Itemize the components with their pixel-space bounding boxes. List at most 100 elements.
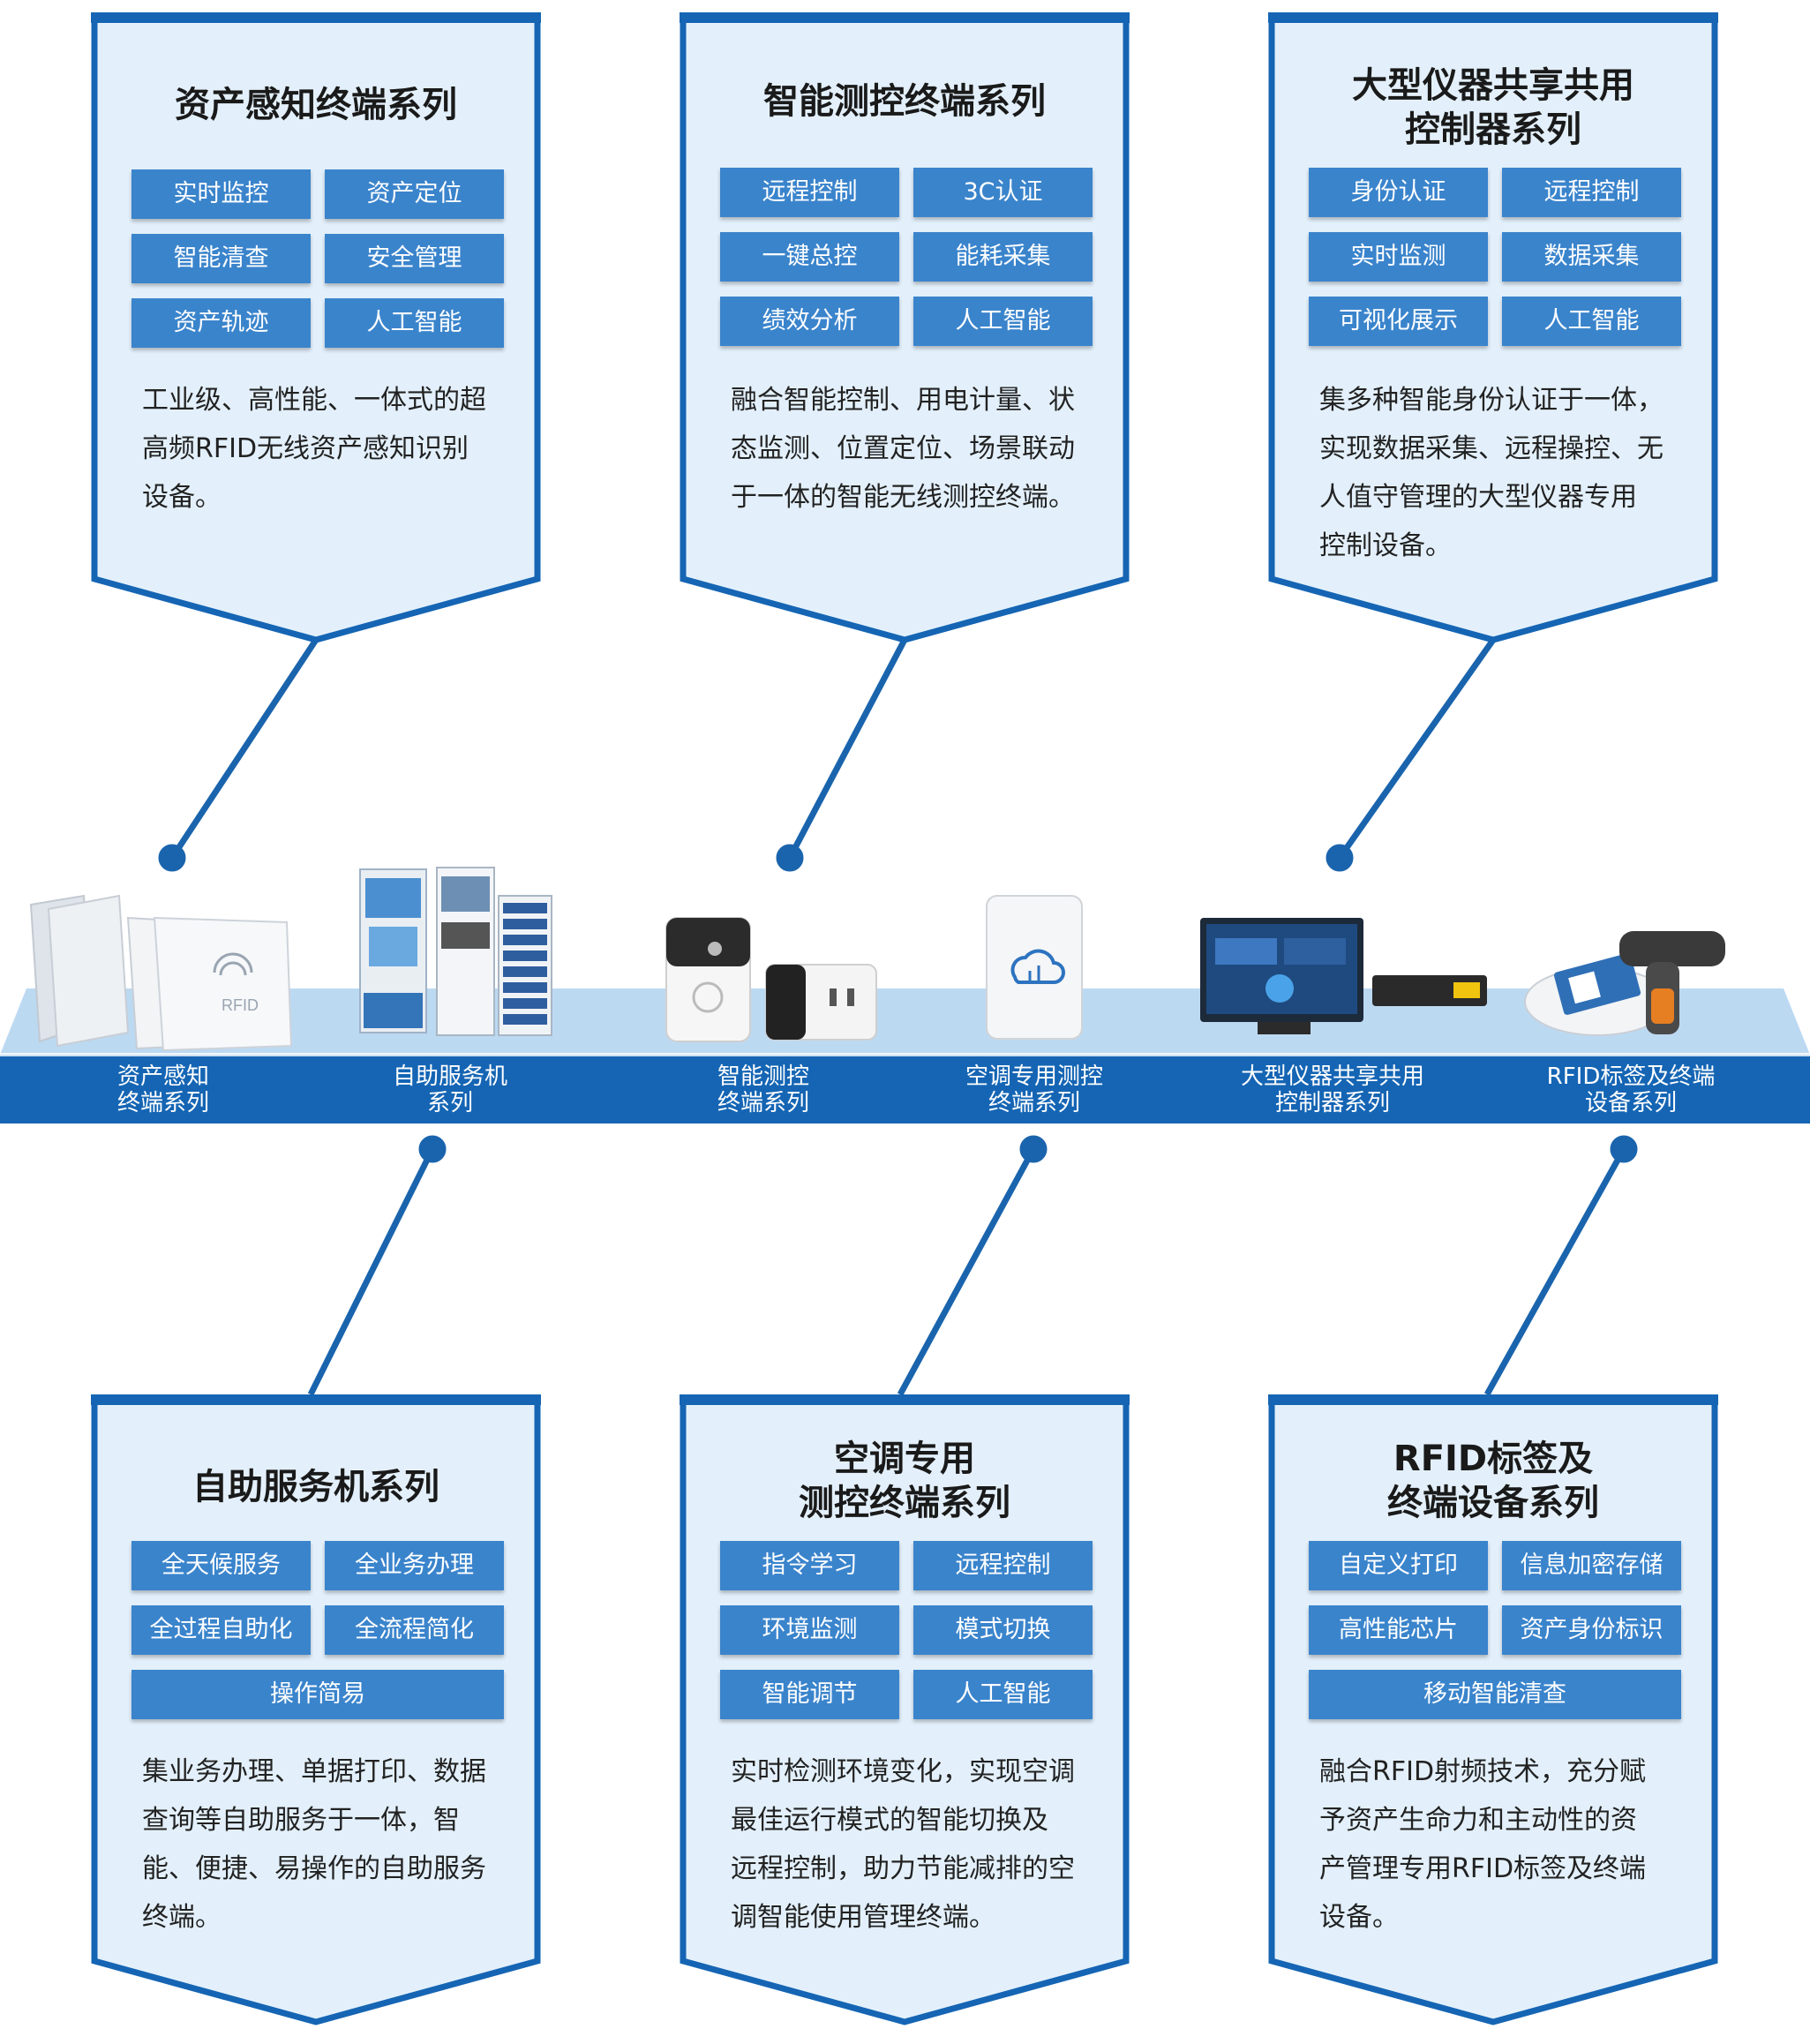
card-title-line: 智能测控终端系列 (763, 81, 1046, 122)
band-label: RFID标签及终端 设备系列 (1546, 1063, 1716, 1116)
feature-tag: 智能清查 (131, 234, 311, 283)
feature-tags: 实时监控资产定位智能清查安全管理资产轨迹人工智能 (131, 169, 504, 348)
feature-tag: 自定义打印 (1309, 1541, 1488, 1590)
feature-tag: 身份认证 (1309, 168, 1488, 217)
feature-tag: 能耗采集 (913, 232, 1093, 282)
connector-dot-rfid (1610, 1135, 1638, 1163)
description-line: 调智能使用管理终端。 (731, 1902, 995, 1933)
connector-kiosk (307, 1147, 436, 1396)
description-line: 能、便捷、易操作的自助服务 (142, 1853, 486, 1884)
band-label: 自助服务机 系列 (392, 1063, 507, 1116)
connector-instrument (1337, 637, 1496, 860)
card-instrument: 大型仪器共享共用控制器系列身份认证远程控制实时监测数据采集可视化展示人工智能集多… (1268, 12, 1718, 661)
feature-tag: 操作简易 (131, 1670, 504, 1719)
connector-dot-kiosk (418, 1135, 447, 1163)
connector-asset (169, 638, 319, 860)
band-label: 空调专用测控 终端系列 (965, 1063, 1103, 1116)
feature-tag: 资产轨迹 (131, 298, 311, 348)
card-rfid: RFID标签及终端设备系列自定义打印信息加密存储高性能芯片资产身份标识移动智能清… (1268, 1394, 1718, 2043)
feature-tag: 实时监控 (131, 169, 311, 219)
description-line: 予资产生命力和主动性的资 (1319, 1805, 1637, 1836)
description-line: 人值守管理的大型仪器专用 (1319, 482, 1637, 513)
feature-tag: 全天候服务 (131, 1541, 311, 1590)
description-line: 工业级、高性能、一体式的超 (142, 385, 486, 416)
band-label: 资产感知 终端系列 (116, 1063, 209, 1116)
band-label: 智能测控 终端系列 (717, 1063, 809, 1116)
description-line: 于一体的智能无线测控终端。 (731, 482, 1075, 513)
card-description: 集多种智能身份认证于一体，实现数据采集、远程操控、无人值守管理的大型仪器专用控制… (1319, 376, 1681, 570)
description-line: 集多种智能身份认证于一体， (1319, 385, 1664, 416)
band-label: 大型仪器共享共用 控制器系列 (1240, 1063, 1424, 1116)
connector-aircon (897, 1147, 1037, 1396)
card-title-line: 测控终端系列 (799, 1483, 1010, 1523)
card-asset: 资产感知终端系列实时监控资产定位智能清查安全管理资产轨迹人工智能工业级、高性能、… (91, 12, 541, 661)
description-line: 实现数据采集、远程操控、无 (1319, 433, 1664, 464)
feature-tag: 绩效分析 (720, 297, 899, 346)
feature-tag: 安全管理 (325, 234, 504, 283)
card-title-line: 大型仪器共享共用 (1352, 65, 1634, 106)
description-line: 设备。 (142, 482, 222, 513)
feature-tag: 一键总控 (720, 232, 899, 282)
feature-tags: 自定义打印信息加密存储高性能芯片资产身份标识移动智能清查 (1309, 1541, 1681, 1719)
feature-tag: 人工智能 (913, 1670, 1093, 1719)
card-title-line: 终端设备系列 (1387, 1483, 1599, 1523)
connector-smart (786, 638, 908, 860)
connector-dot-smart (776, 844, 804, 872)
feature-tag: 全业务办理 (325, 1541, 504, 1590)
description-line: 最佳运行模式的智能切换及 (731, 1805, 1048, 1836)
svg-text:RFID: RFID (222, 996, 259, 1014)
smart-socket-icon (665, 917, 877, 1042)
card-kiosk: 自助服务机系列全天候服务全业务办理全过程自助化全流程简化操作简易集业务办理、单据… (91, 1394, 541, 2043)
card-title-line: RFID标签及 (1393, 1439, 1594, 1479)
feature-tag: 信息加密存储 (1502, 1541, 1681, 1590)
description-line: 查询等自助服务于一体，智 (142, 1805, 460, 1836)
description-line: 产管理专用RFID标签及终端 (1319, 1853, 1647, 1884)
description-line: 终端。 (142, 1902, 222, 1933)
card-description: 融合智能控制、用电计量、状态监测、位置定位、场景联动于一体的智能无线测控终端。 (731, 376, 1093, 522)
feature-tag: 人工智能 (913, 297, 1093, 346)
card-title: 资产感知终端系列 (91, 83, 541, 127)
feature-tags: 指令学习远程控制环境监测模式切换智能调节人工智能 (720, 1541, 1093, 1719)
feature-tag: 可视化展示 (1309, 297, 1488, 346)
card-aircon: 空调专用测控终端系列指令学习远程控制环境监测模式切换智能调节人工智能实时检测环境… (680, 1394, 1130, 2043)
card-title-line: 自助服务机系列 (192, 1467, 439, 1507)
connector-dot-aircon (1019, 1135, 1048, 1163)
card-description: 集业务办理、单据打印、数据查询等自助服务于一体，智能、便捷、易操作的自助服务终端… (142, 1747, 504, 1942)
feature-tag: 人工智能 (1502, 297, 1681, 346)
description-line: 实时检测环境变化，实现空调 (731, 1756, 1075, 1787)
description-line: 高频RFID无线资产感知识别 (142, 433, 469, 464)
feature-tag: 远程控制 (720, 168, 899, 217)
connector-dot-instrument (1326, 844, 1354, 872)
feature-tag: 全过程自助化 (131, 1605, 311, 1655)
card-title: 自助服务机系列 (91, 1465, 541, 1509)
feature-tag: 高性能芯片 (1309, 1605, 1488, 1655)
handheld-scanner-icon (1524, 931, 1725, 1036)
feature-tag: 远程控制 (1502, 168, 1681, 217)
description-line: 集业务办理、单据打印、数据 (142, 1756, 486, 1787)
feature-tags: 身份认证远程控制实时监测数据采集可视化展示人工智能 (1309, 168, 1681, 346)
card-title-line: 控制器系列 (1405, 109, 1581, 150)
feature-tag: 智能调节 (720, 1670, 899, 1719)
card-title-line: 空调专用 (834, 1439, 975, 1479)
feature-tag: 移动智能清查 (1309, 1670, 1681, 1719)
cloud-controller-icon (986, 895, 1083, 1040)
rfid-reader-icon: RFID (29, 894, 293, 1052)
feature-tag: 实时监测 (1309, 232, 1488, 282)
card-description: 实时检测环境变化，实现空调最佳运行模式的智能切换及远程控制，助力节能减排的空调智… (731, 1747, 1093, 1942)
feature-tags: 全天候服务全业务办理全过程自助化全流程简化操作简易 (131, 1541, 504, 1719)
feature-tag: 指令学习 (720, 1541, 899, 1590)
feature-tag: 资产身份标识 (1502, 1605, 1681, 1655)
connector-rfid (1483, 1147, 1627, 1396)
feature-tag: 环境监测 (720, 1605, 899, 1655)
monitor-terminal-icon (1200, 918, 1487, 1034)
card-description: 工业级、高性能、一体式的超高频RFID无线资产感知识别设备。 (142, 376, 504, 522)
feature-tag: 人工智能 (325, 298, 504, 348)
description-line: 态监测、位置定位、场景联动 (731, 433, 1075, 464)
description-line: 融合智能控制、用电计量、状 (731, 385, 1075, 416)
kiosk-icon (359, 867, 552, 1036)
feature-tag: 全流程简化 (325, 1605, 504, 1655)
band-front-face (0, 1055, 1810, 1123)
